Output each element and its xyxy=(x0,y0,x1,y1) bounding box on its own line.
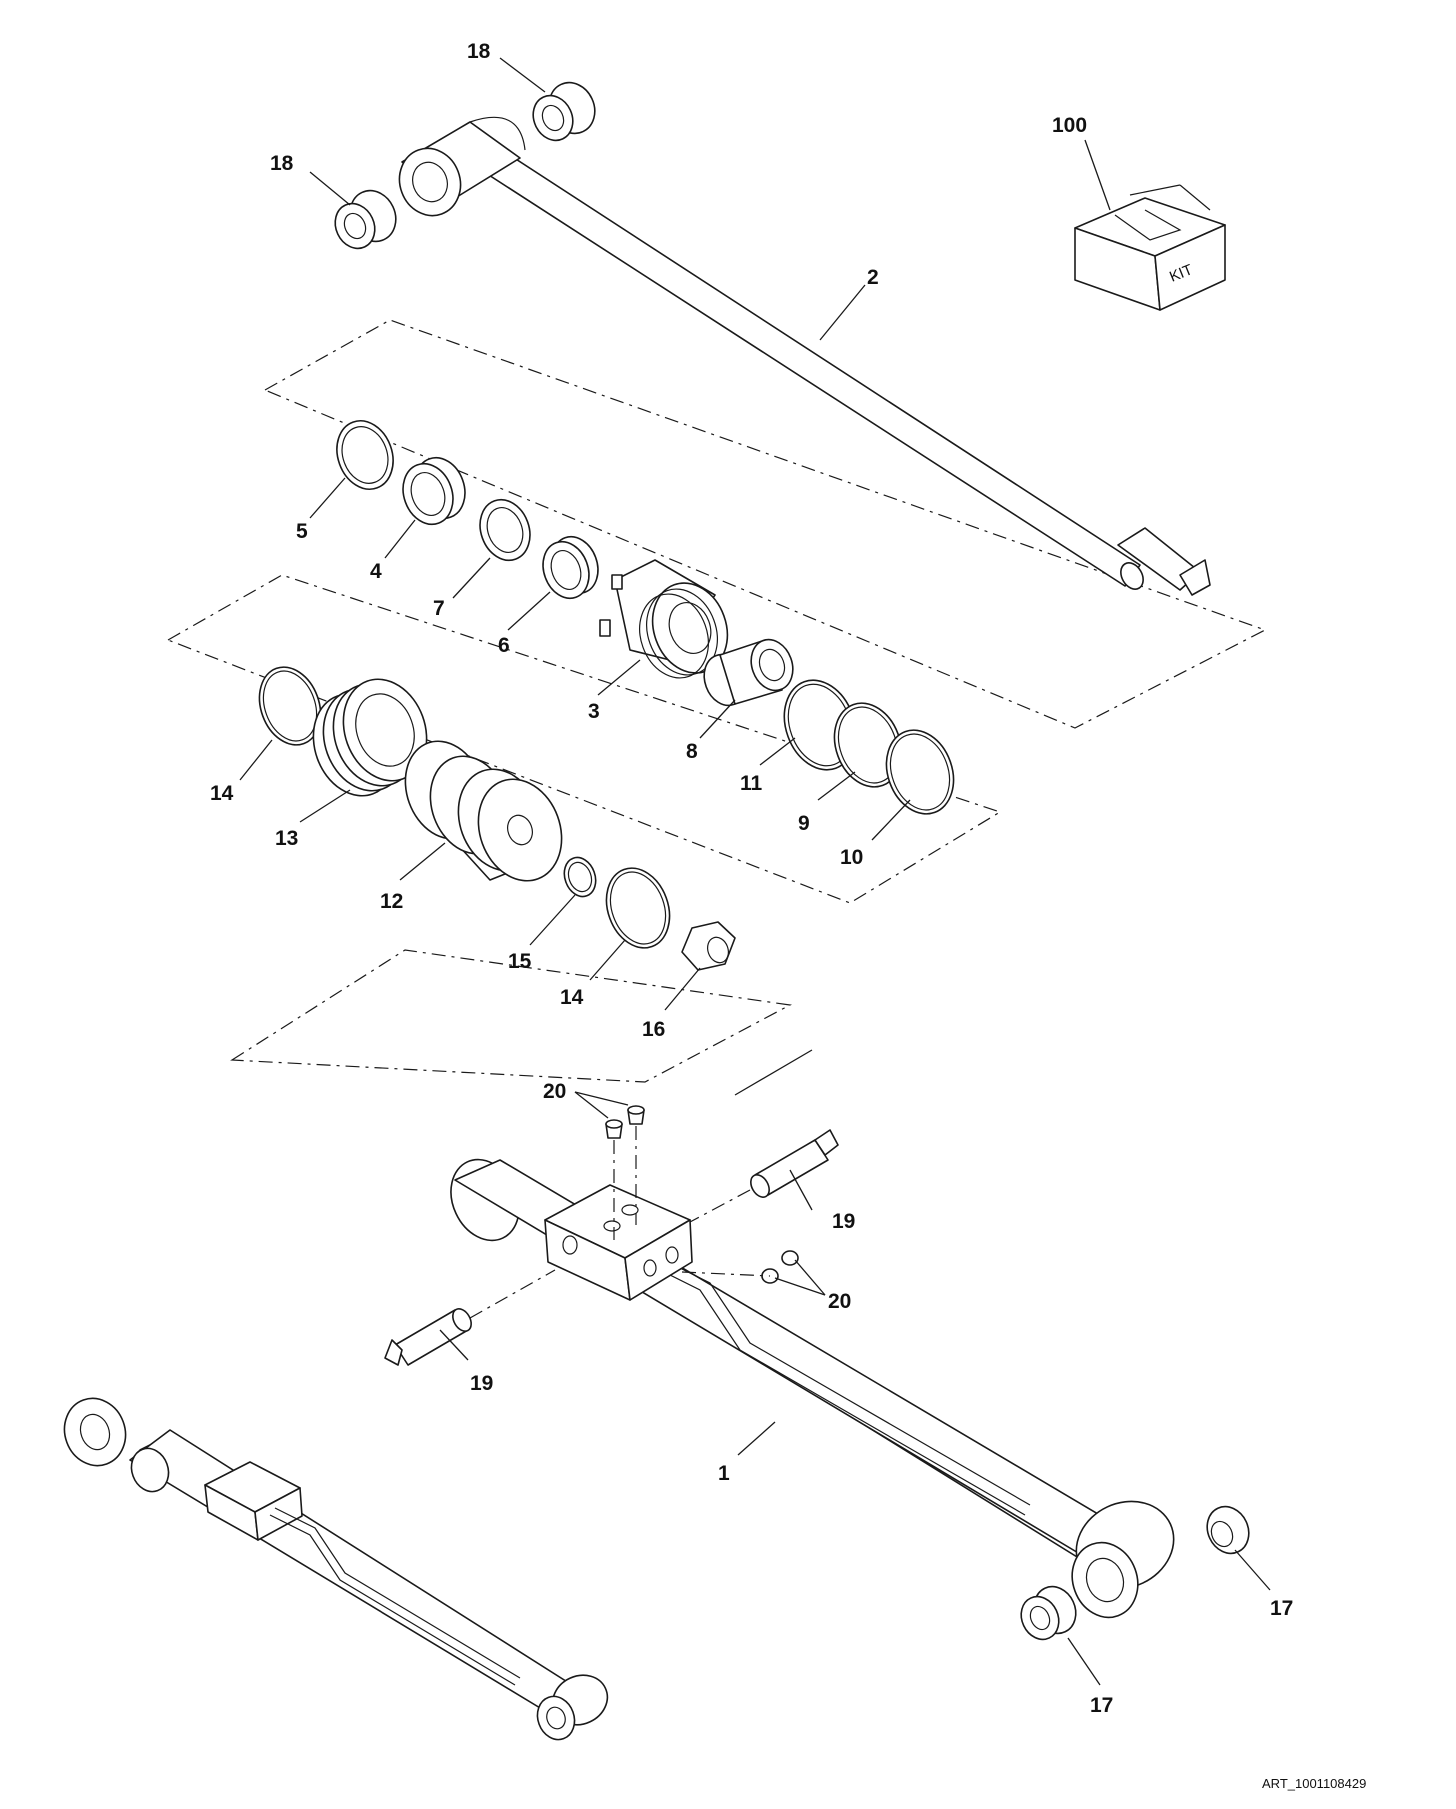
valve-part-19-left xyxy=(384,1308,472,1366)
barrel-part-1 xyxy=(450,1158,1175,1619)
callout-6: 6 xyxy=(498,634,510,657)
callout-14-lower: 14 xyxy=(560,986,584,1009)
art-identifier: ART_1001108429 xyxy=(1262,1776,1366,1791)
ring-part-15 xyxy=(563,856,597,898)
valve-axis-line-right xyxy=(689,1189,751,1223)
valve-axis-line-left xyxy=(469,1269,556,1319)
callout-10: 10 xyxy=(840,846,863,869)
ring-part-5 xyxy=(336,420,394,490)
plug-part-20-top-a xyxy=(605,1119,623,1139)
callout-7: 7 xyxy=(433,597,445,620)
ring-part-7 xyxy=(479,498,531,562)
ring-part-14-lower xyxy=(605,867,671,949)
callout-100: 100 xyxy=(1052,114,1087,137)
nut-part-16 xyxy=(681,921,736,971)
bushing-part-18-upper xyxy=(532,81,596,142)
piston-part-12 xyxy=(404,740,563,882)
bushing-part-18-lower xyxy=(334,189,397,250)
callout-8: 8 xyxy=(686,740,698,763)
callout-11: 11 xyxy=(740,772,763,795)
ring-part-10 xyxy=(885,729,955,815)
callout-14-upper: 14 xyxy=(210,782,234,805)
plug-part-20-side-a xyxy=(781,1250,799,1266)
callout-19-left: 19 xyxy=(470,1372,493,1395)
bushing-part-17-left xyxy=(1020,1585,1077,1641)
callout-18-top: 18 xyxy=(467,40,491,63)
seal-part-4 xyxy=(402,456,466,526)
wiper-part-6 xyxy=(542,535,599,600)
callout-20-top: 20 xyxy=(543,1080,566,1103)
callout-20-side: 20 xyxy=(828,1290,851,1313)
valve-part-19-right xyxy=(750,1129,839,1198)
ring-part-14-upper xyxy=(258,666,322,746)
plug-part-20-top-b xyxy=(627,1105,645,1125)
callout-2: 2 xyxy=(867,266,879,289)
callout-4: 4 xyxy=(370,560,382,583)
callout-3: 3 xyxy=(588,700,600,723)
callout-9: 9 xyxy=(798,812,810,835)
bearing-part-8 xyxy=(703,638,794,707)
callout-18-left: 18 xyxy=(270,152,294,175)
callout-15: 15 xyxy=(508,950,532,973)
barrel-assembly-dashed-outline xyxy=(230,949,792,1083)
callout-17-left: 17 xyxy=(1090,1694,1113,1717)
callout-labels: 18 18 100 2 5 4 7 6 3 8 11 9 10 14 13 12… xyxy=(210,40,1293,1717)
assembled-cylinder-inset xyxy=(63,1397,609,1741)
ring-part-9 xyxy=(833,702,903,788)
leader-lines xyxy=(239,57,1271,1686)
seal-part-13 xyxy=(312,678,428,797)
callout-16: 16 xyxy=(642,1018,665,1041)
callout-5: 5 xyxy=(296,520,308,543)
piston-assembly-dashed-outline xyxy=(166,574,1002,904)
callout-13: 13 xyxy=(275,827,298,850)
bushing-part-17-right xyxy=(1206,1505,1250,1555)
callout-19-right: 19 xyxy=(832,1210,855,1233)
callout-12: 12 xyxy=(380,890,403,913)
gland-part-3 xyxy=(599,559,729,679)
rod-assembly-dashed-outline xyxy=(263,319,1267,729)
rod-part-2 xyxy=(398,116,1211,596)
callout-17-right: 17 xyxy=(1270,1597,1293,1620)
kit-box-part-100: KIT xyxy=(1074,184,1226,311)
callout-1: 1 xyxy=(718,1462,730,1485)
